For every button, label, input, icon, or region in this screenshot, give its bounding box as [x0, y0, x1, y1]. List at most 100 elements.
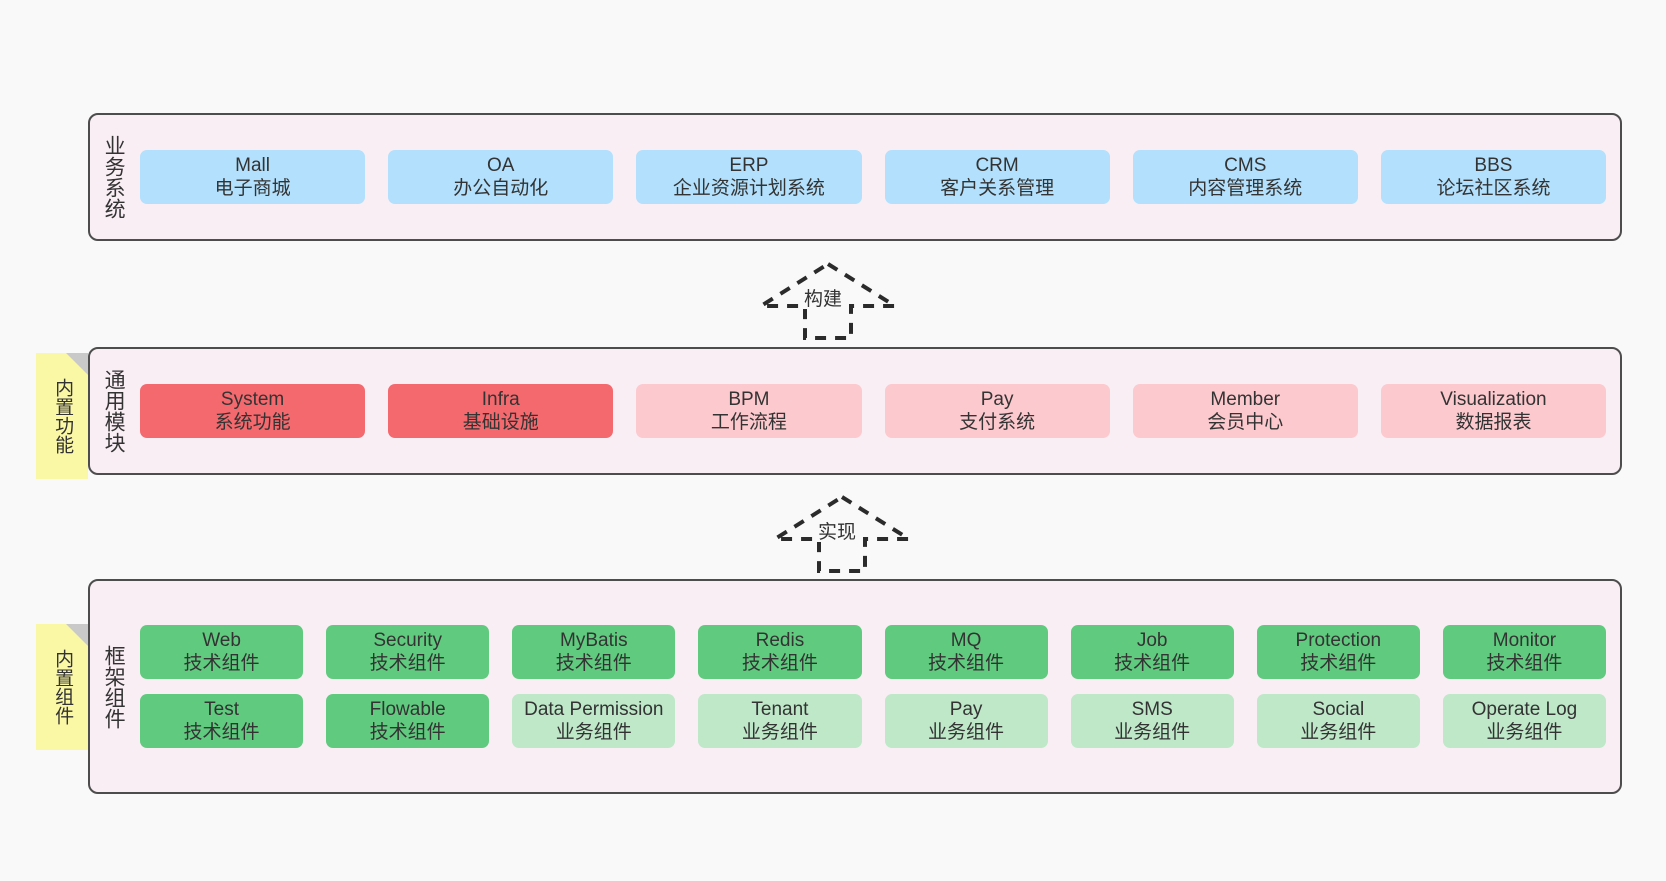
node-title: BPM — [728, 388, 770, 410]
node-cms[interactable]: CMS 内容管理系统 — [1132, 149, 1358, 205]
node-redis[interactable]: Redis 技术组件 — [698, 624, 862, 679]
node-title: CRM — [975, 154, 1019, 176]
node-pay-component[interactable]: Pay 业务组件 — [884, 694, 1048, 749]
node-subtitle: 技术组件 — [183, 722, 260, 744]
node-pay-module[interactable]: Pay 支付系统 — [884, 383, 1110, 439]
node-protection[interactable]: Protection 技术组件 — [1256, 624, 1420, 679]
note-fold-corner-icon — [66, 624, 88, 646]
node-title: Data Permission — [524, 699, 664, 720]
node-title: Flowable — [369, 699, 446, 720]
layer-body-business-systems: Mall 电子商城 OA 办公自动化 ERP 企业资源计划系统 CRM 客户关系… — [136, 115, 1620, 239]
node-subtitle: 技术组件 — [1486, 652, 1563, 674]
node-title: Member — [1210, 388, 1281, 410]
node-row: System 系统功能 Infra 基础设施 BPM 工作流程 Pay 支付系统… — [140, 383, 1607, 439]
node-title: Social — [1312, 699, 1365, 720]
node-title: Tenant — [751, 699, 809, 720]
node-title: Job — [1136, 629, 1168, 651]
node-security[interactable]: Security 技术组件 — [326, 624, 490, 679]
node-subtitle: 客户关系管理 — [940, 178, 1055, 199]
node-title: Pay — [980, 388, 1014, 410]
node-crm[interactable]: CRM 客户关系管理 — [884, 149, 1110, 205]
node-subtitle: 内容管理系统 — [1188, 178, 1303, 199]
node-mall[interactable]: Mall 电子商城 — [140, 149, 366, 205]
node-mybatis[interactable]: MyBatis 技术组件 — [512, 624, 676, 679]
node-bpm[interactable]: BPM 工作流程 — [636, 383, 862, 439]
connector-label-implement: 实现 — [816, 522, 859, 543]
node-mq[interactable]: MQ 技术组件 — [884, 624, 1048, 679]
node-flowable[interactable]: Flowable 技术组件 — [326, 694, 490, 749]
node-subtitle: 数据报表 — [1455, 412, 1532, 433]
node-title: Visualization — [1440, 388, 1547, 410]
node-subtitle: 业务组件 — [1486, 722, 1563, 744]
node-title: BBS — [1474, 154, 1513, 176]
node-title: ERP — [729, 154, 769, 176]
node-subtitle: 技术组件 — [555, 652, 632, 674]
node-title: Security — [373, 629, 442, 651]
sticky-note-builtin-components: 内置组件 — [36, 624, 88, 750]
node-title: MQ — [950, 629, 982, 651]
node-subtitle: 工作流程 — [710, 412, 787, 433]
node-visualization[interactable]: Visualization 数据报表 — [1380, 383, 1607, 439]
node-subtitle: 业务组件 — [1300, 722, 1377, 744]
node-bbs[interactable]: BBS 论坛社区系统 — [1380, 149, 1607, 205]
node-subtitle: 业务组件 — [928, 722, 1005, 744]
node-subtitle: 业务组件 — [741, 722, 818, 744]
layer-common-modules: 通用模块 System 系统功能 Infra 基础设施 BPM 工作流程 Pay… — [88, 347, 1622, 475]
node-title: Pay — [949, 699, 983, 720]
node-subtitle: 业务组件 — [1114, 722, 1191, 744]
node-title: OA — [487, 154, 515, 176]
node-row: Mall 电子商城 OA 办公自动化 ERP 企业资源计划系统 CRM 客户关系… — [140, 149, 1607, 205]
node-erp[interactable]: ERP 企业资源计划系统 — [636, 149, 862, 205]
note-fold-corner-icon — [66, 353, 88, 375]
node-title: Monitor — [1492, 629, 1557, 651]
generalization-arrow-build: 构建 — [754, 261, 902, 340]
connector-label-build: 构建 — [802, 289, 845, 310]
node-title: Infra — [481, 388, 520, 410]
node-subtitle: 技术组件 — [369, 722, 446, 744]
layer-title-framework-components: 框架组件 — [102, 644, 126, 729]
node-subtitle: 电子商城 — [214, 178, 291, 199]
node-subtitle: 业务组件 — [555, 722, 632, 744]
node-infra[interactable]: Infra 基础设施 — [388, 383, 614, 439]
node-web[interactable]: Web 技术组件 — [140, 624, 304, 679]
node-social[interactable]: Social 业务组件 — [1256, 694, 1420, 749]
node-operate-log[interactable]: Operate Log 业务组件 — [1442, 694, 1606, 749]
node-subtitle: 支付系统 — [959, 412, 1036, 433]
layer-business-systems: 业务系统 Mall 电子商城 OA 办公自动化 ERP 企业资源计划系统 CRM… — [88, 113, 1622, 241]
node-system[interactable]: System 系统功能 — [140, 383, 366, 439]
node-member[interactable]: Member 会员中心 — [1132, 383, 1358, 439]
node-subtitle: 技术组件 — [1114, 652, 1191, 674]
node-title: Mall — [235, 154, 270, 176]
node-subtitle: 论坛社区系统 — [1436, 178, 1551, 199]
generalization-arrow-implement: 实现 — [768, 494, 916, 573]
node-row: Web 技术组件 Security 技术组件 MyBatis 技术组件 Redi… — [140, 624, 1606, 679]
node-subtitle: 技术组件 — [928, 652, 1005, 674]
node-title: CMS — [1224, 154, 1267, 176]
node-tenant[interactable]: Tenant 业务组件 — [698, 694, 862, 749]
node-monitor[interactable]: Monitor 技术组件 — [1442, 624, 1606, 679]
generalization-arrow-build-glyph — [754, 261, 902, 340]
generalization-arrow-implement-glyph — [768, 494, 916, 573]
node-subtitle: 基础设施 — [462, 412, 539, 433]
node-title: Web — [202, 629, 241, 651]
layer-body-common-modules: System 系统功能 Infra 基础设施 BPM 工作流程 Pay 支付系统… — [136, 349, 1620, 473]
node-subtitle: 技术组件 — [369, 652, 446, 674]
node-row: Test 技术组件 Flowable 技术组件 Data Permission … — [140, 694, 1606, 749]
layer-title-business-systems: 业务系统 — [102, 135, 126, 219]
node-subtitle: 系统功能 — [214, 412, 291, 433]
node-subtitle: 技术组件 — [183, 652, 260, 674]
sticky-note-label: 内置功能 — [52, 378, 74, 454]
node-title: SMS — [1131, 699, 1173, 720]
node-sms[interactable]: SMS 业务组件 — [1070, 694, 1234, 749]
node-subtitle: 企业资源计划系统 — [672, 178, 825, 199]
node-title: Redis — [755, 629, 805, 651]
layer-body-framework-components: Web 技术组件 Security 技术组件 MyBatis 技术组件 Redi… — [136, 581, 1620, 792]
node-data-permission[interactable]: Data Permission 业务组件 — [512, 694, 676, 749]
sticky-note-builtin-features: 内置功能 — [36, 353, 88, 479]
node-title: System — [220, 388, 285, 410]
node-job[interactable]: Job 技术组件 — [1070, 624, 1234, 679]
node-subtitle: 办公自动化 — [453, 178, 549, 199]
node-test[interactable]: Test 技术组件 — [140, 694, 304, 749]
node-oa[interactable]: OA 办公自动化 — [388, 149, 614, 205]
